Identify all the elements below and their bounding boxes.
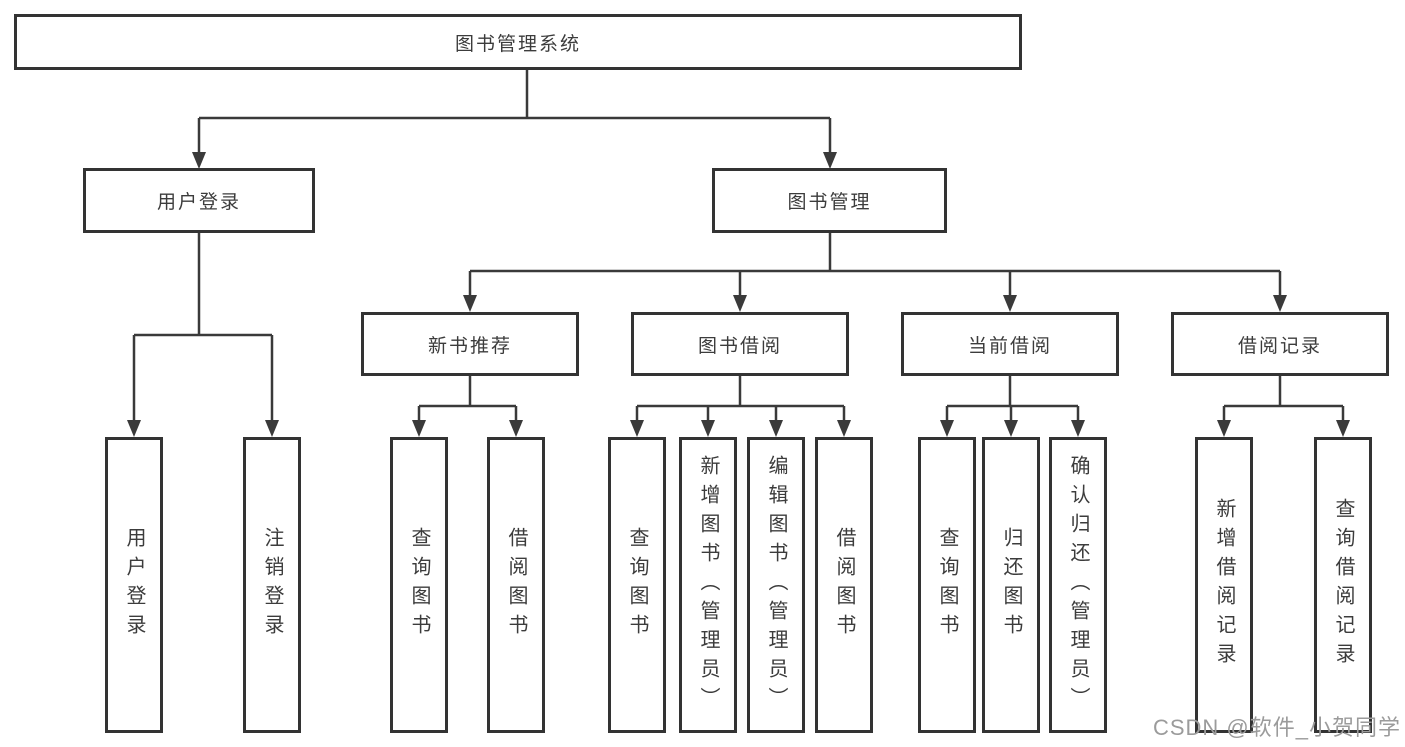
arrowhead-icon bbox=[1273, 295, 1287, 312]
arrowhead-icon bbox=[1217, 420, 1231, 437]
leaf-label: 查询图书 bbox=[626, 527, 648, 643]
leaf-add-book-admin: 新增图书（管理员） bbox=[679, 437, 737, 733]
leaf-query-borrow-record: 查询借阅记录 bbox=[1314, 437, 1372, 733]
leaf-query-books-new: 查询图书 bbox=[390, 437, 448, 733]
leaf-borrow-books-new: 借阅图书 bbox=[487, 437, 545, 733]
arrowhead-icon bbox=[412, 420, 426, 437]
node-book-management: 图书管理 bbox=[712, 168, 947, 233]
leaf-label: 归还图书 bbox=[1000, 527, 1022, 643]
arrowhead-icon bbox=[769, 420, 783, 437]
arrowhead-icon bbox=[1336, 420, 1350, 437]
arrowhead-icon bbox=[192, 152, 206, 169]
leaf-label: 查询图书 bbox=[936, 527, 958, 643]
arrowhead-icon bbox=[1071, 420, 1085, 437]
node-borrow-records: 借阅记录 bbox=[1171, 312, 1389, 376]
leaf-user-login: 用户登录 bbox=[105, 437, 163, 733]
leaf-label: 新增图书（管理员） bbox=[697, 454, 719, 716]
arrowhead-icon bbox=[1003, 295, 1017, 312]
node-new-book-recommend: 新书推荐 bbox=[361, 312, 579, 376]
leaf-label: 编辑图书（管理员） bbox=[765, 454, 787, 716]
arrowhead-icon bbox=[630, 420, 644, 437]
leaf-label: 查询图书 bbox=[408, 527, 430, 643]
node-book-borrow: 图书借阅 bbox=[631, 312, 849, 376]
leaf-label: 新增借阅记录 bbox=[1213, 498, 1235, 672]
leaf-query-books-current: 查询图书 bbox=[918, 437, 976, 733]
leaf-return-books: 归还图书 bbox=[982, 437, 1040, 733]
node-user-login: 用户登录 bbox=[83, 168, 315, 233]
arrowhead-icon bbox=[265, 420, 279, 437]
arrowhead-icon bbox=[127, 420, 141, 437]
leaf-label: 查询借阅记录 bbox=[1332, 498, 1354, 672]
arrowhead-icon bbox=[463, 295, 477, 312]
leaf-label: 借阅图书 bbox=[505, 527, 527, 643]
node-root: 图书管理系统 bbox=[14, 14, 1022, 70]
arrowhead-icon bbox=[733, 295, 747, 312]
arrowhead-icon bbox=[1004, 420, 1018, 437]
leaf-edit-book-admin: 编辑图书（管理员） bbox=[747, 437, 805, 733]
watermark: CSDN @软件_小贺同学 bbox=[1152, 715, 1401, 740]
leaf-label: 确认归还（管理员） bbox=[1067, 454, 1089, 716]
arrowhead-icon bbox=[837, 420, 851, 437]
leaf-add-borrow-record: 新增借阅记录 bbox=[1195, 437, 1253, 733]
leaf-label: 借阅图书 bbox=[833, 527, 855, 643]
arrow-stems bbox=[132, 118, 1345, 422]
leaf-query-books-borrow: 查询图书 bbox=[608, 437, 666, 733]
leaf-label: 注销登录 bbox=[261, 527, 283, 643]
arrowhead-icon bbox=[940, 420, 954, 437]
node-current-borrow: 当前借阅 bbox=[901, 312, 1119, 376]
arrowhead-icon bbox=[509, 420, 523, 437]
leaf-logout-login: 注销登录 bbox=[243, 437, 301, 733]
leaf-borrow-books-borrow: 借阅图书 bbox=[815, 437, 873, 733]
arrowhead-icon bbox=[823, 152, 837, 169]
leaf-label: 用户登录 bbox=[123, 527, 145, 643]
arrowhead-icon bbox=[701, 420, 715, 437]
leaf-confirm-return-admin: 确认归还（管理员） bbox=[1049, 437, 1107, 733]
